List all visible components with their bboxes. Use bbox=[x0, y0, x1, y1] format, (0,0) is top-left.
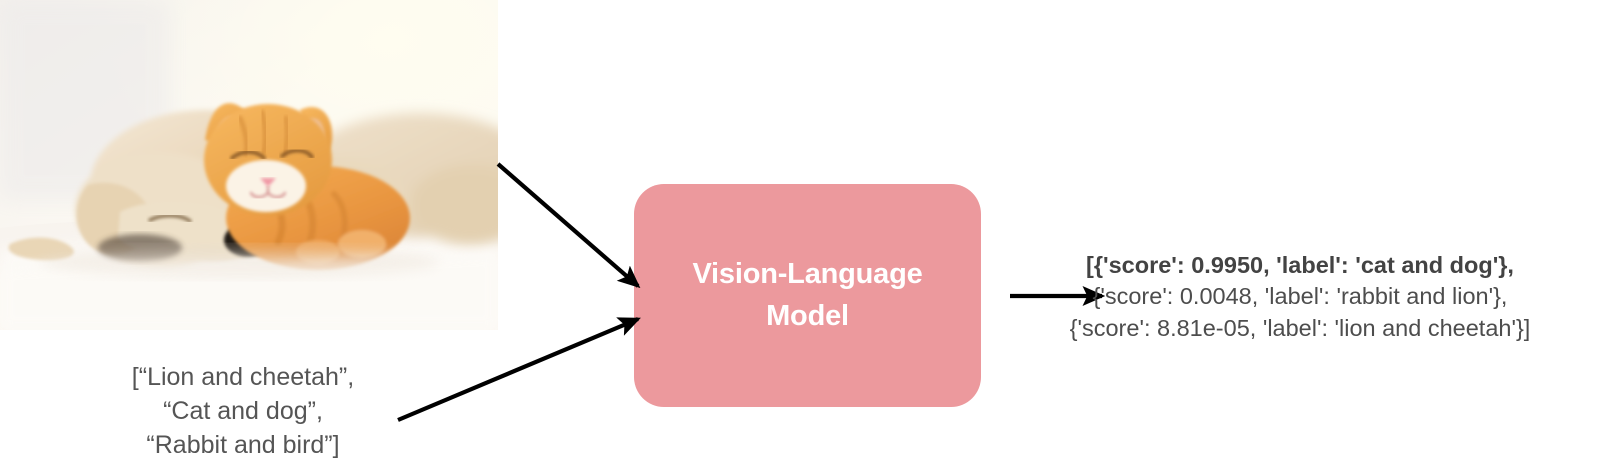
output-line-3: {'score': 8.81e-05, 'label': 'lion and c… bbox=[1069, 314, 1531, 341]
vision-language-model-box: Vision-Language Model bbox=[634, 184, 981, 407]
image-to-model-arrow bbox=[496, 162, 641, 289]
input-image bbox=[0, 0, 498, 330]
output-line-2: {'score': 0.0048, 'label': 'rabbit and l… bbox=[1092, 283, 1508, 310]
output-line-1: [{'score': 0.9950, 'label': 'cat and dog… bbox=[1086, 252, 1514, 278]
model-box-label: Vision-Language Model bbox=[692, 258, 923, 332]
candidate-labels-prompt: [“Lion and cheetah”, “Cat and dog”, “Rab… bbox=[131, 363, 355, 459]
prompt-to-model-arrow bbox=[397, 317, 641, 422]
model-output-text: [{'score': 0.9950, 'label': 'cat and dog… bbox=[1055, 250, 1545, 344]
